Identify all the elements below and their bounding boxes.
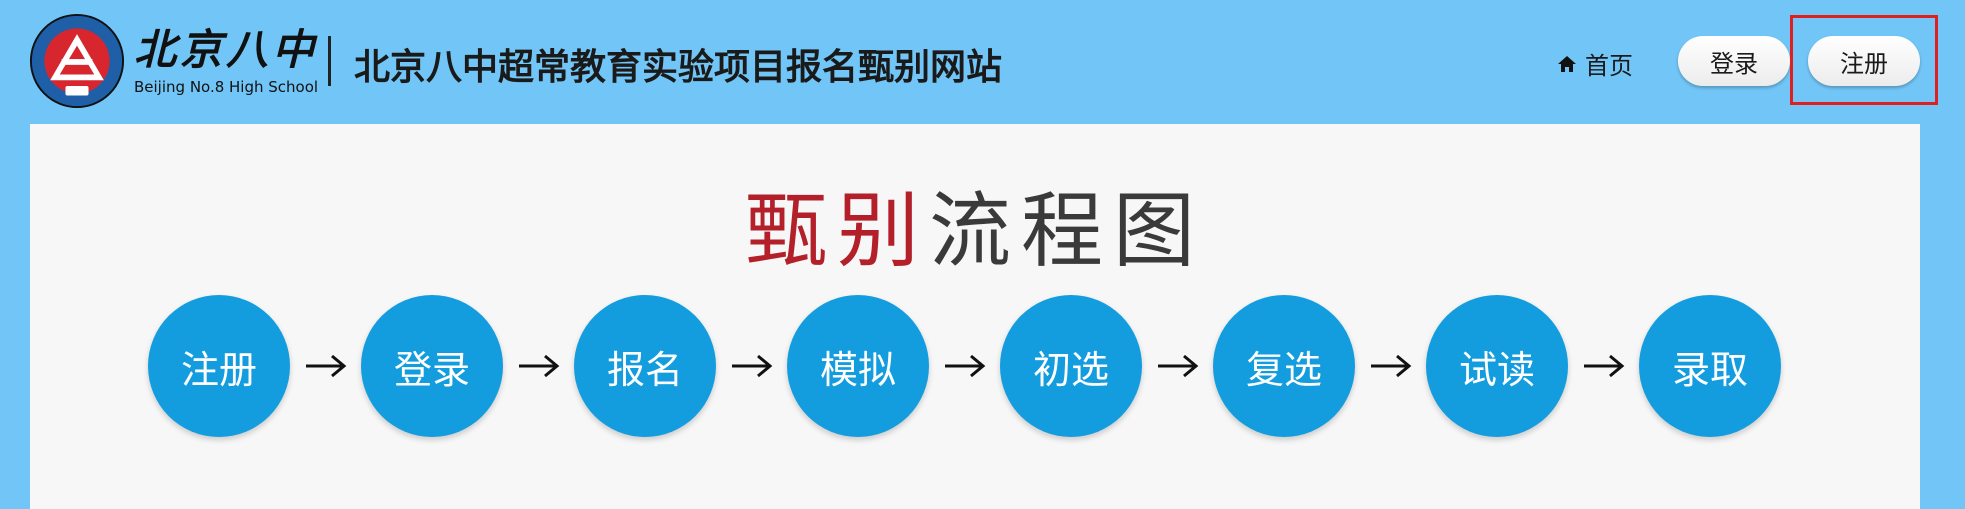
flowchart-steps: 注册 登录 报名 模拟 初选 复选 试读 录取 [148, 295, 1848, 437]
nav-home-link[interactable]: 首页 [1557, 46, 1633, 81]
flowchart-panel: 甄别流程图 注册 登录 报名 模拟 初选 复选 试读 录取 [30, 124, 1920, 509]
site-title: 北京八中超常教育实验项目报名甄别网站 [354, 47, 1003, 88]
arrow-right-icon [503, 353, 574, 379]
header-divider [328, 36, 331, 86]
nav-home-label: 首页 [1585, 52, 1633, 80]
step-register: 注册 [148, 295, 290, 437]
step-preliminary: 初选 [1000, 295, 1142, 437]
home-icon [1558, 55, 1576, 72]
step-mock: 模拟 [787, 295, 929, 437]
step-apply: 报名 [574, 295, 716, 437]
arrow-right-icon [929, 353, 1000, 379]
arrow-right-icon [1355, 353, 1426, 379]
site-header: 北京八中 Beijing No.8 High School 北京八中超常教育实验… [0, 0, 1965, 122]
school-logo-text: 北京八中 [134, 25, 319, 74]
arrow-right-icon [290, 353, 361, 379]
register-button[interactable]: 注册 [1808, 36, 1920, 86]
school-logo-english: Beijing No.8 High School [134, 78, 319, 96]
school-emblem-icon[interactable] [29, 13, 125, 109]
step-admission: 录取 [1639, 295, 1781, 437]
arrow-right-icon [1142, 353, 1213, 379]
flowchart-title-highlight: 甄别 [744, 184, 929, 279]
step-second-round: 复选 [1213, 295, 1355, 437]
arrow-right-icon [1568, 353, 1639, 379]
login-button[interactable]: 登录 [1678, 36, 1790, 86]
step-login: 登录 [361, 295, 503, 437]
flowchart-title-rest: 流程图 [929, 184, 1206, 279]
step-trial-class: 试读 [1426, 295, 1568, 437]
arrow-right-icon [716, 353, 787, 379]
register-highlight-box [1790, 15, 1938, 105]
flowchart-title: 甄别流程图 [30, 164, 1920, 283]
